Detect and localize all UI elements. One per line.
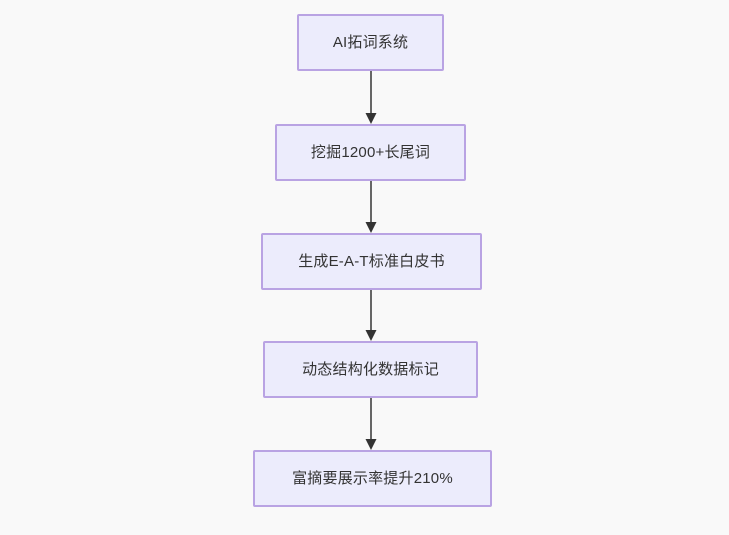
flow-node-label: 动态结构化数据标记 — [302, 360, 439, 378]
edge-node1-to-node2 — [363, 71, 379, 125]
flow-node-label: 富摘要展示率提升210% — [292, 469, 453, 487]
flow-node-dynamic-structured-data-markup[interactable]: 动态结构化数据标记 — [263, 341, 478, 398]
flow-node-ai-keyword-system[interactable]: AI拓词系统 — [297, 14, 444, 71]
flow-node-label: 生成E-A-T标准白皮书 — [298, 252, 445, 270]
flow-node-rich-snippet-rate-increase[interactable]: 富摘要展示率提升210% — [253, 450, 492, 507]
edge-node4-to-node5 — [363, 398, 379, 451]
edge-node3-to-node4 — [363, 290, 379, 342]
flow-node-generate-eat-whitepaper[interactable]: 生成E-A-T标准白皮书 — [261, 233, 482, 290]
flow-node-mine-longtail-keywords[interactable]: 挖掘1200+长尾词 — [275, 124, 466, 181]
flow-node-label: 挖掘1200+长尾词 — [310, 143, 431, 161]
edge-node2-to-node3 — [363, 181, 379, 234]
flow-node-label: AI拓词系统 — [332, 33, 409, 51]
